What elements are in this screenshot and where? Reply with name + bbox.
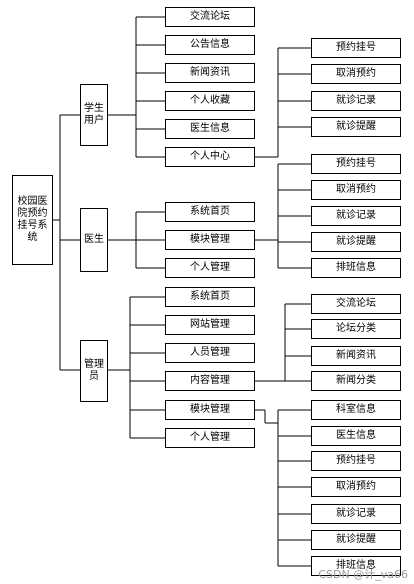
doctor-module-item: 排班信息	[311, 258, 401, 278]
doctor-module-item: 就诊提醒	[311, 232, 401, 252]
admin-item: 内容管理	[165, 371, 255, 391]
student-item: 个人收藏	[165, 91, 255, 111]
role-student-node: 学生用户	[80, 84, 108, 146]
admin-module-item: 科室信息	[311, 400, 401, 420]
student-item: 医生信息	[165, 119, 255, 139]
admin-content-item: 新闻资讯	[311, 346, 401, 366]
student-item: 公告信息	[165, 35, 255, 55]
admin-item: 人员管理	[165, 343, 255, 363]
admin-module-item: 医生信息	[311, 426, 401, 446]
student-center-item: 取消预约	[311, 64, 401, 84]
student-item: 个人中心	[165, 147, 255, 167]
student-center-item: 就诊记录	[311, 91, 401, 111]
admin-module-item: 取消预约	[311, 477, 401, 497]
student-center-item: 就诊提醒	[311, 117, 401, 137]
student-item: 新闻资讯	[165, 63, 255, 83]
doctor-module-item: 取消预约	[311, 180, 401, 200]
admin-item: 个人管理	[165, 428, 255, 448]
role-doctor-node: 医生	[80, 208, 108, 272]
admin-module-item: 排班信息	[311, 556, 401, 576]
doctor-item: 个人管理	[165, 258, 255, 278]
role-admin-node: 管理员	[80, 340, 108, 402]
admin-module-item: 就诊提醒	[311, 530, 401, 550]
admin-content-item: 新闻分类	[311, 371, 401, 391]
doctor-item: 系统首页	[165, 202, 255, 222]
admin-item: 模块管理	[165, 400, 255, 420]
admin-item: 网站管理	[165, 315, 255, 335]
doctor-module-item: 预约挂号	[311, 154, 401, 174]
doctor-item: 模块管理	[165, 230, 255, 250]
admin-content-item: 交流论坛	[311, 294, 401, 314]
doctor-module-item: 就诊记录	[311, 206, 401, 226]
student-item: 交流论坛	[165, 7, 255, 27]
watermark: CSDN @计_va66	[318, 568, 408, 581]
root-node: 校园医院预约挂号系统	[12, 175, 53, 265]
admin-content-item: 论坛分类	[311, 319, 401, 339]
admin-item: 系统首页	[165, 287, 255, 307]
admin-module-item: 就诊记录	[311, 504, 401, 524]
admin-module-item: 预约挂号	[311, 451, 401, 471]
student-center-item: 预约挂号	[311, 38, 401, 58]
